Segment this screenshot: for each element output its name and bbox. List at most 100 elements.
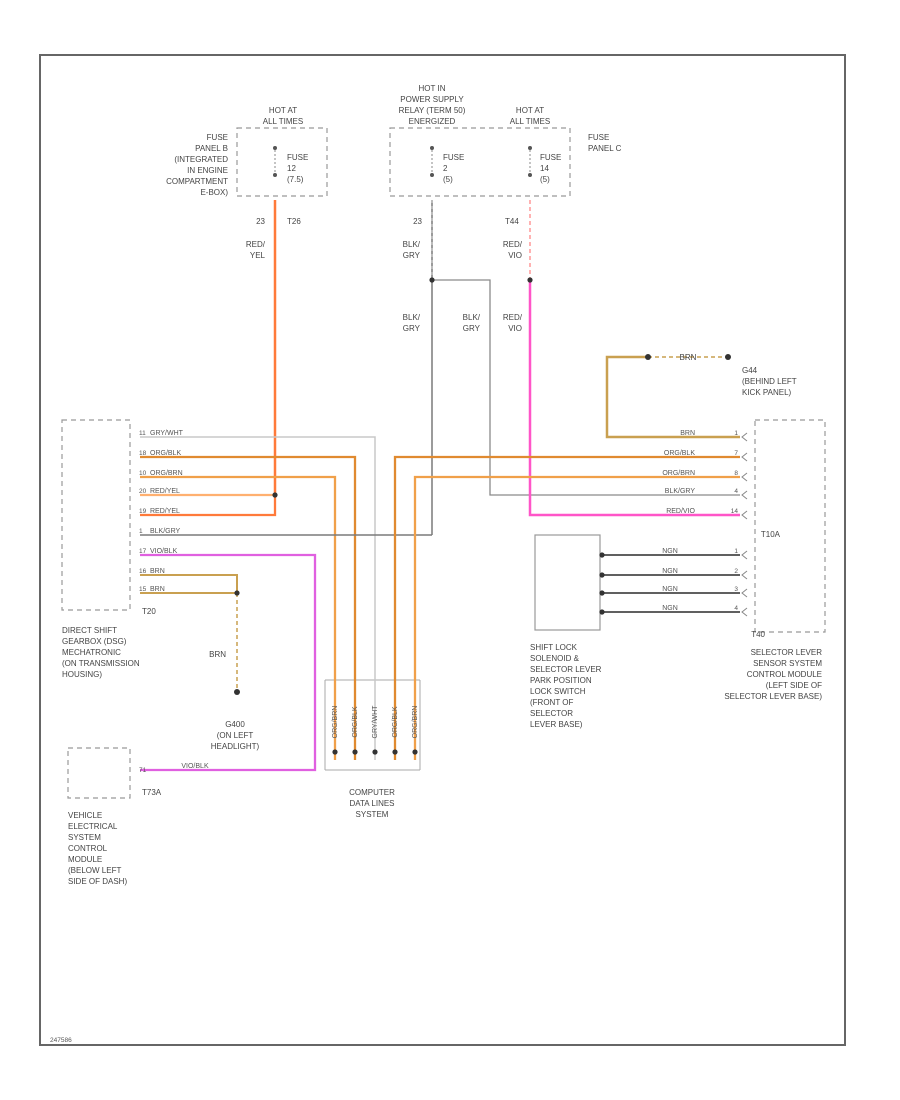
dsg-wire-label: GRY/WHT: [150, 430, 184, 437]
label-blk-gry-top: BLK/GRY: [403, 240, 421, 260]
shift-lock-wire-label: NGN: [662, 605, 678, 612]
shift-lock-wire-label: NGN: [662, 586, 678, 593]
vecm-wire-label: VIO/BLK: [181, 763, 209, 770]
vecm-pin: 71: [139, 767, 147, 774]
fuse-2-symbol: [430, 146, 434, 177]
wire-vio-blk: [140, 553, 317, 772]
label-t10a: T10A: [761, 530, 781, 539]
shift-lock-pin-3: 3: [734, 586, 738, 593]
label-t26-top: T26: [287, 217, 301, 226]
label-pin-23-left: 23: [256, 217, 265, 226]
dsg-pin-18: 18: [139, 450, 147, 457]
selector-module-box: [754, 419, 826, 633]
dsg-wire-label: BLK/GRY: [150, 528, 181, 535]
selector-pin-4: 4: [734, 488, 738, 495]
dsg-pin-16: 16: [139, 568, 147, 575]
vertical-wire-label: ORG/BLK: [392, 706, 399, 737]
dsg-wire-label: RED/YEL: [150, 508, 180, 515]
diagram-frame: [39, 54, 846, 1046]
selector-pin-7: 7: [734, 450, 738, 457]
label-red-vio-top: RED/VIO: [503, 240, 523, 260]
dsg-wire-label: ORG/BRN: [150, 470, 183, 477]
label-blk-gry-mid2: BLK/GRY: [463, 313, 481, 333]
wire-org-blk-dsg: [140, 455, 357, 760]
dsg-pin-15: 15: [139, 586, 147, 593]
wire-org-brn-dsg: [140, 475, 337, 760]
selector-wire-label: ORG/BRN: [662, 470, 695, 477]
dsg-pin-11: 11: [139, 430, 146, 437]
label-footer: 247586: [50, 1037, 72, 1044]
fuse-14-symbol: [528, 146, 532, 177]
selector-wire-label: BLK/GRY: [665, 488, 696, 495]
shift-lock-pin-2: 2: [734, 568, 738, 575]
wire-red-yel-pin19: [140, 495, 277, 517]
shift-lock-pin-4: 4: [734, 605, 738, 612]
dsg-pin-19: 19: [139, 508, 147, 515]
shift-lock-pin-1: 1: [734, 548, 738, 555]
shift-lock-wire-label: NGN: [662, 548, 678, 555]
wire-blk-gry-selector: [432, 279, 740, 496]
dsg-pin-1: 1: [139, 528, 143, 535]
dsg-wire-label: ORG/BLK: [150, 450, 181, 457]
wire-brn-g44: [605, 355, 740, 439]
dsg-pin-20: 20: [139, 488, 147, 495]
shift-lock-box: [534, 534, 601, 631]
wire-org-blk-sel: [393, 455, 740, 760]
label-red-yel-top: RED/YEL: [246, 240, 266, 260]
selector-pin-arrows: [741, 432, 748, 617]
dsg-wire-label: BRN: [150, 586, 165, 593]
label-t20-left: T20: [142, 607, 156, 616]
selector-pin-14: 14: [731, 508, 739, 515]
wire-org-brn-sel: [413, 475, 740, 760]
label-t73a: T73A: [142, 788, 162, 797]
shift-lock-wire-label: NGN: [662, 568, 678, 575]
wire-brn-16: [140, 574, 238, 593]
selector-pin-8: 8: [734, 470, 738, 477]
selector-wire-label: ORG/BLK: [664, 450, 695, 457]
splice-dots: [234, 277, 731, 755]
dsg-pin-10: 10: [139, 470, 147, 477]
fuse-panel-b-box: [236, 127, 328, 197]
dsg-wire-label: RED/YEL: [150, 488, 180, 495]
label-brn-mid: BRN: [209, 650, 226, 659]
wire-gry-wht: [140, 436, 376, 760]
label-blk-gry-mid: BLK/GRY: [403, 313, 421, 333]
vertical-wire-label: ORG/BLK: [352, 706, 359, 737]
vertical-wire-label: ORG/BRN: [332, 706, 339, 739]
selector-wire-label: BRN: [680, 430, 695, 437]
vecm-box: [67, 747, 131, 799]
label-pin-23-mid: 23: [413, 217, 422, 226]
computer-data-box: [324, 679, 421, 771]
wire-red-vio-selector: [528, 280, 740, 517]
dsg-wire-label: BRN: [150, 568, 165, 575]
vertical-wire-label: ORG/BRN: [412, 706, 419, 739]
fuse-12-symbol: [273, 146, 277, 177]
label-t44: T44: [505, 217, 519, 226]
dsg-pin-17: 17: [139, 548, 147, 555]
vertical-wire-label: GRY/WHT: [372, 705, 379, 739]
label-brn-top: BRN: [680, 353, 697, 362]
fuse-panel-c-box: [389, 127, 571, 197]
selector-pin-1: 1: [734, 430, 738, 437]
label-t40: T40: [751, 630, 765, 639]
dsg-wire-label: VIO/BLK: [150, 548, 178, 555]
dsg-mechatronic-box: [61, 419, 131, 611]
selector-wire-label: RED/VIO: [666, 508, 695, 515]
label-red-vio-mid: RED/VIO: [503, 313, 523, 333]
